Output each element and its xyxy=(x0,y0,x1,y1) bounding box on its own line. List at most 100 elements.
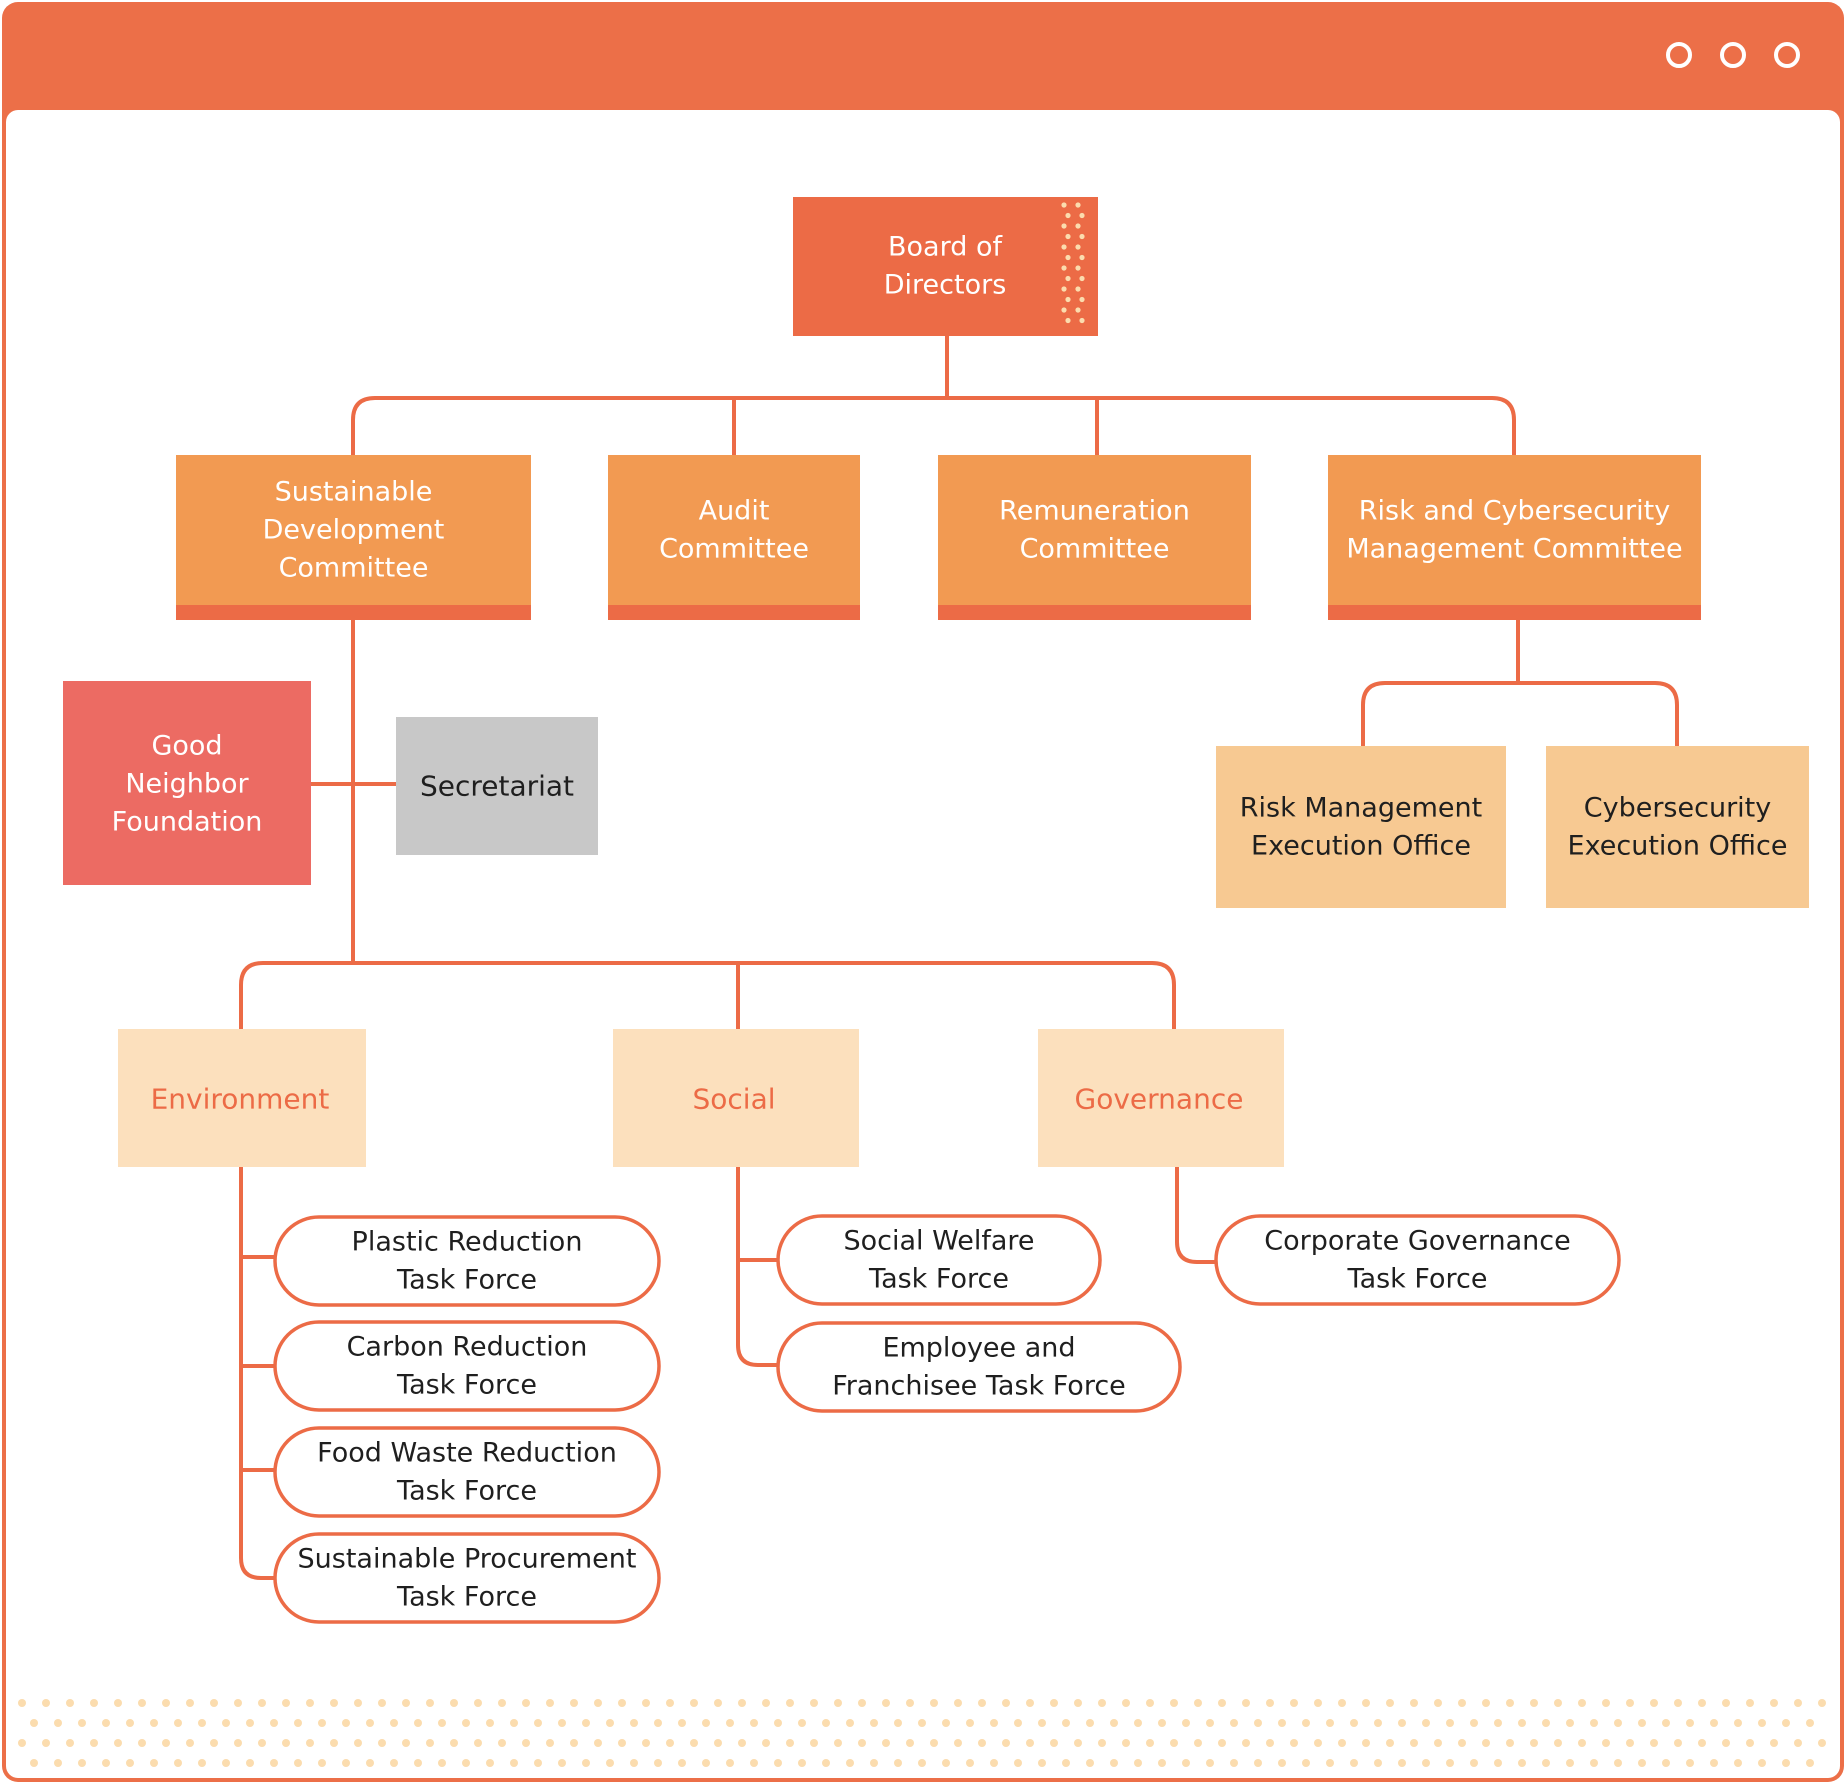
pattern-dot xyxy=(354,1739,362,1747)
pattern-dot xyxy=(1086,1759,1094,1767)
pattern-dot xyxy=(1158,1759,1166,1767)
pattern-dot xyxy=(762,1699,770,1707)
window-body xyxy=(6,110,1840,1778)
pattern-dot xyxy=(1338,1699,1346,1707)
pattern-dot xyxy=(222,1719,230,1727)
pillar-environment-box[interactable]: Environment xyxy=(118,1029,366,1167)
pattern-dot xyxy=(210,1739,218,1747)
pattern-dot xyxy=(1422,1719,1430,1727)
task-force-procurement-label-line-2: Task Force xyxy=(396,1582,537,1613)
pattern-dot xyxy=(270,1759,278,1767)
pattern-dot xyxy=(1014,1759,1022,1767)
pattern-dot xyxy=(330,1739,338,1747)
risk-office-label-line-2: Execution Office xyxy=(1251,831,1471,862)
pattern-dot xyxy=(126,1759,134,1767)
pattern-dot xyxy=(1278,1759,1286,1767)
pattern-dot xyxy=(1746,1739,1754,1747)
foundation-box-bg xyxy=(63,681,311,885)
board-dot xyxy=(1061,223,1067,229)
secretariat-box[interactable]: Secretariat xyxy=(396,717,598,855)
committee-bottom-strip xyxy=(176,605,531,620)
board-dot xyxy=(1075,202,1081,208)
committee-box-bg xyxy=(938,455,1251,620)
pattern-dot xyxy=(942,1759,950,1767)
pattern-dot xyxy=(1038,1759,1046,1767)
task-force-employee-label-line-1: Employee and xyxy=(882,1333,1075,1364)
pattern-dot xyxy=(714,1739,722,1747)
pattern-dot xyxy=(1722,1699,1730,1707)
pattern-dot xyxy=(294,1719,302,1727)
pattern-dot xyxy=(342,1719,350,1727)
pattern-dot xyxy=(846,1719,854,1727)
circle-icon-1[interactable] xyxy=(1666,42,1692,68)
pattern-dot xyxy=(1518,1759,1526,1767)
pattern-dot xyxy=(486,1759,494,1767)
pattern-dot xyxy=(78,1719,86,1727)
pattern-dot xyxy=(1158,1719,1166,1727)
pattern-dot xyxy=(1062,1719,1070,1727)
circle-icon-2[interactable] xyxy=(1720,42,1746,68)
pattern-dot xyxy=(1734,1759,1742,1767)
pattern-dot xyxy=(1002,1739,1010,1747)
pattern-dot xyxy=(678,1719,686,1727)
pattern-dot xyxy=(1170,1739,1178,1747)
board-box-bg xyxy=(793,197,1098,336)
pattern-dot xyxy=(1146,1699,1154,1707)
board-dot xyxy=(1079,317,1085,324)
pattern-dot xyxy=(1758,1759,1766,1767)
pattern-dot xyxy=(1386,1739,1394,1747)
task-force-corporate-label-line-1: Corporate Governance xyxy=(1264,1226,1570,1257)
pattern-dot xyxy=(258,1699,266,1707)
board-dot-pattern xyxy=(1061,202,1085,324)
pattern-dot xyxy=(438,1719,446,1727)
board-label-line-1: Board of xyxy=(888,232,1003,263)
secretariat-box-bg xyxy=(396,717,598,855)
pattern-dot xyxy=(1422,1759,1430,1767)
pattern-dot xyxy=(1350,1719,1358,1727)
pattern-dot xyxy=(150,1759,158,1767)
pattern-dot xyxy=(1242,1699,1250,1707)
pattern-dot xyxy=(1746,1699,1754,1707)
pattern-dot xyxy=(1218,1699,1226,1707)
pattern-dot xyxy=(1506,1739,1514,1747)
committee-box-bg xyxy=(176,455,531,620)
committee-sustainable-label-line-1: Sustainable xyxy=(275,477,433,508)
pattern-dot xyxy=(1818,1739,1826,1747)
pattern-dot xyxy=(1806,1719,1814,1727)
connector-line-9 xyxy=(239,961,1176,1029)
pattern-dot xyxy=(1290,1699,1298,1707)
circle-icon-3[interactable] xyxy=(1774,42,1800,68)
pattern-dot xyxy=(1038,1719,1046,1727)
pattern-dot xyxy=(546,1739,554,1747)
pattern-dot xyxy=(42,1699,50,1707)
pattern-dot xyxy=(306,1699,314,1707)
committee-remuneration-label-line-1: Remuneration xyxy=(999,496,1190,527)
pillar-social-label-line-1: Social xyxy=(692,1083,775,1116)
pattern-dot xyxy=(846,1759,854,1767)
committee-sustainable-label-line-3: Committee xyxy=(279,553,429,584)
pillar-social-box[interactable]: Social xyxy=(613,1029,859,1167)
pattern-dot xyxy=(1170,1699,1178,1707)
pattern-dot xyxy=(1302,1759,1310,1767)
board-dot xyxy=(1061,286,1067,292)
pillar-governance-box[interactable]: Governance xyxy=(1038,1029,1284,1167)
pattern-dot xyxy=(1494,1759,1502,1767)
pattern-dot xyxy=(1146,1739,1154,1747)
board-dot xyxy=(1061,265,1067,271)
pattern-dot xyxy=(330,1699,338,1707)
